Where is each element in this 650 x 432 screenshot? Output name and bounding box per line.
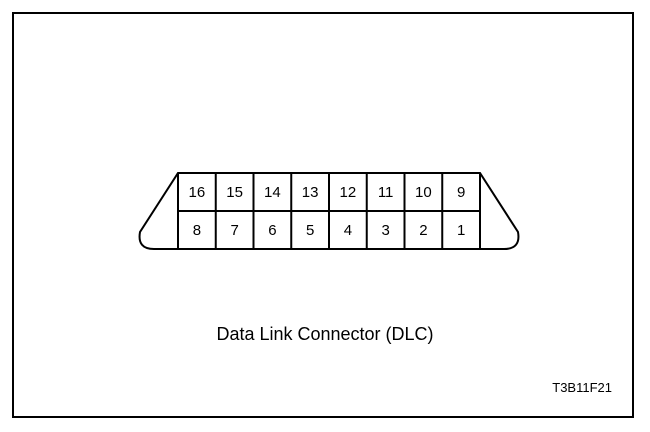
diagram-frame xyxy=(12,12,634,418)
pin-16-label: 16 xyxy=(189,184,206,201)
connector-housing xyxy=(138,172,520,250)
pin-11-label: 11 xyxy=(378,184,394,201)
pin-4-label: 4 xyxy=(344,222,352,239)
pin-13-label: 13 xyxy=(302,184,319,201)
diagram-caption: Data Link Connector (DLC) xyxy=(216,324,434,344)
pin-9-label: 9 xyxy=(457,184,465,201)
pin-12-label: 12 xyxy=(340,184,357,201)
pin-10-label: 10 xyxy=(415,184,432,201)
pin-2-label: 2 xyxy=(419,222,427,239)
pin-15-label: 15 xyxy=(226,184,243,201)
pin-5-label: 5 xyxy=(306,222,314,239)
figure-code: T3B11F21 xyxy=(552,380,612,395)
pin-14-label: 14 xyxy=(264,184,281,201)
pin-8-label: 8 xyxy=(193,222,201,239)
pin-7-label: 7 xyxy=(230,222,238,239)
pin-grid: 16 15 14 13 12 11 10 9 8 7 6 5 4 3 2 1 xyxy=(177,173,481,249)
pin-1-label: 1 xyxy=(457,222,465,239)
pin-3-label: 3 xyxy=(381,222,389,239)
pin-6-label: 6 xyxy=(268,222,276,239)
